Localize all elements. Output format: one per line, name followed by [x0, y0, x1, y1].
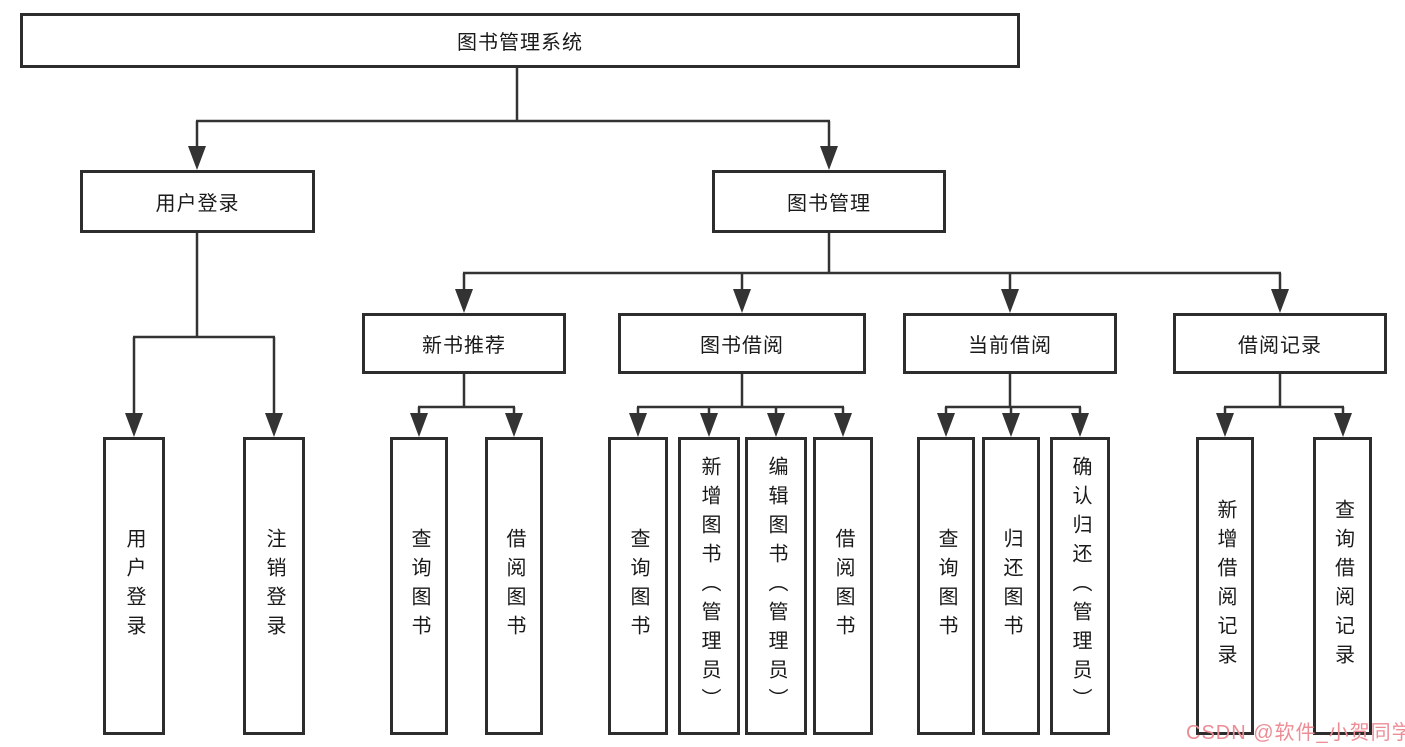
node-current-borrow-label: 当前借阅 [968, 335, 1052, 357]
csdn-watermark: CSDN @软件_小贺同学 [1186, 722, 1405, 744]
leaf-current-query-label: 查询图书 [935, 528, 957, 644]
leaf-current-confirm: 确认归还（管理员） [1050, 437, 1110, 735]
leaf-borrow-add: 新增图书（管理员） [678, 437, 740, 735]
arrowhead [125, 413, 143, 437]
node-root-label: 图书管理系统 [457, 32, 583, 54]
leaf-borrow-add-label: 新增图书（管理员） [698, 455, 720, 717]
arrowhead [767, 413, 785, 437]
leaf-borrow-book: 借阅图书 [813, 437, 873, 735]
connector-path [132, 68, 1345, 417]
node-book-borrow: 图书借阅 [618, 313, 866, 374]
leaf-borrow-book-label: 借阅图书 [832, 528, 854, 644]
leaf-borrow-edit: 编辑图书（管理员） [745, 437, 807, 735]
arrowhead [188, 146, 206, 170]
leaf-newbook-query: 查询图书 [390, 437, 448, 735]
leaf-current-return-label: 归还图书 [1000, 528, 1022, 644]
node-user-login: 用户登录 [80, 170, 315, 233]
node-book-management-label: 图书管理 [787, 193, 871, 215]
node-book-management: 图书管理 [712, 170, 946, 233]
leaf-user-login: 用户登录 [103, 437, 165, 735]
arrowhead [1001, 289, 1019, 313]
arrowhead [937, 413, 955, 437]
arrowhead [410, 413, 428, 437]
arrowhead [1334, 413, 1352, 437]
node-user-login-label: 用户登录 [155, 193, 240, 215]
node-book-borrow-label: 图书借阅 [700, 335, 784, 357]
leaf-current-return: 归还图书 [982, 437, 1040, 735]
leaf-newbook-borrow: 借阅图书 [485, 437, 543, 735]
leaf-record-query-label: 查询借阅记录 [1331, 499, 1354, 673]
leaf-current-query: 查询图书 [917, 437, 975, 735]
arrowhead [700, 413, 718, 437]
leaf-record-add: 新增借阅记录 [1196, 437, 1254, 735]
arrowhead [1271, 289, 1289, 313]
arrowhead [455, 289, 473, 313]
node-borrow-records: 借阅记录 [1173, 313, 1387, 374]
node-new-book-recommend-label: 新书推荐 [422, 335, 506, 357]
node-new-book-recommend: 新书推荐 [362, 313, 566, 374]
node-borrow-records-label: 借阅记录 [1238, 335, 1322, 357]
leaf-logout: 注销登录 [243, 437, 305, 735]
arrowhead [1071, 413, 1089, 437]
leaf-logout-label: 注销登录 [263, 528, 285, 644]
arrowhead [265, 413, 283, 437]
arrowheads [125, 146, 1352, 437]
leaf-current-confirm-label: 确认归还（管理员） [1069, 455, 1091, 717]
arrowhead [834, 413, 852, 437]
arrowhead [629, 413, 647, 437]
node-current-borrow: 当前借阅 [903, 313, 1117, 374]
arrowhead [820, 146, 838, 170]
arrowhead [1216, 413, 1234, 437]
arrowhead [1002, 413, 1020, 437]
arrowhead [733, 289, 751, 313]
leaf-record-query: 查询借阅记录 [1313, 437, 1372, 735]
leaf-user-login-label: 用户登录 [123, 528, 145, 644]
arrowhead [505, 413, 523, 437]
leaf-borrow-query-label: 查询图书 [627, 528, 649, 644]
leaf-borrow-edit-label: 编辑图书（管理员） [765, 455, 787, 717]
leaf-newbook-query-label: 查询图书 [408, 528, 430, 644]
leaf-newbook-borrow-label: 借阅图书 [503, 528, 525, 644]
leaf-borrow-query: 查询图书 [608, 437, 668, 735]
leaf-record-add-label: 新增借阅记录 [1214, 499, 1236, 673]
node-root: 图书管理系统 [20, 13, 1020, 68]
